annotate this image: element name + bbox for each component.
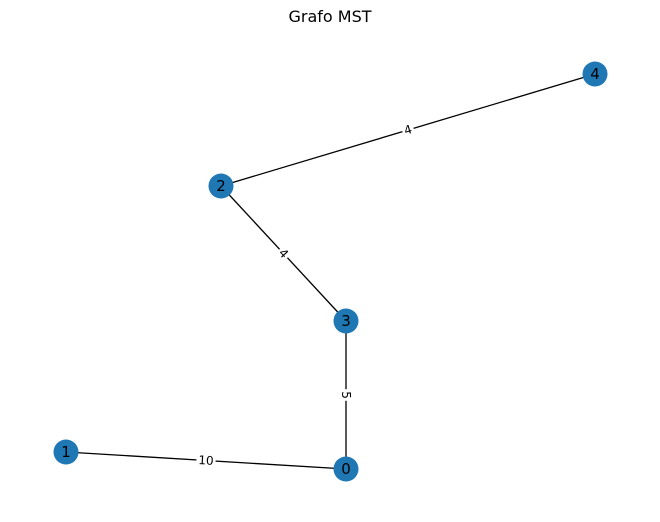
edge-weight-text: 4 xyxy=(402,122,413,138)
node-0: 0 xyxy=(333,456,359,482)
node-circle xyxy=(333,456,359,482)
edge-label-background xyxy=(339,389,353,401)
edge-weight-text: 10 xyxy=(198,453,214,468)
edge-1-0: 10 xyxy=(65,451,347,470)
node-3: 3 xyxy=(333,308,359,334)
edge-weight-text: 5 xyxy=(339,391,353,399)
node-circle xyxy=(208,173,234,199)
edge-2-3: 4 xyxy=(220,185,347,322)
page-title: Grafo MST xyxy=(288,7,372,26)
node-circle xyxy=(582,61,608,87)
edge-weight-label: 10 xyxy=(195,452,217,469)
edge-2-4: 4 xyxy=(220,73,596,187)
node-2: 2 xyxy=(208,173,234,199)
node-4: 4 xyxy=(582,61,608,87)
edge-3-0: 5 xyxy=(339,321,353,469)
node-label: 4 xyxy=(590,65,600,83)
node-label: 0 xyxy=(341,460,351,478)
edge-label-background xyxy=(274,244,293,263)
node-label: 1 xyxy=(61,443,71,461)
node-label: 3 xyxy=(341,312,351,330)
edge-label-background xyxy=(400,121,416,139)
node-label: 2 xyxy=(216,177,226,195)
edge-weight-label: 4 xyxy=(274,244,293,263)
node-circle xyxy=(333,308,359,334)
nodes-layer: 0 1 2 3 4 xyxy=(53,61,608,482)
edge-weight-label: 4 xyxy=(400,121,416,139)
node-circle xyxy=(53,439,79,465)
edge-weight-label: 5 xyxy=(339,389,353,401)
edges-layer: 4 4 5 10 xyxy=(65,73,596,470)
edge-label-background xyxy=(195,452,217,469)
node-1: 1 xyxy=(53,439,79,465)
